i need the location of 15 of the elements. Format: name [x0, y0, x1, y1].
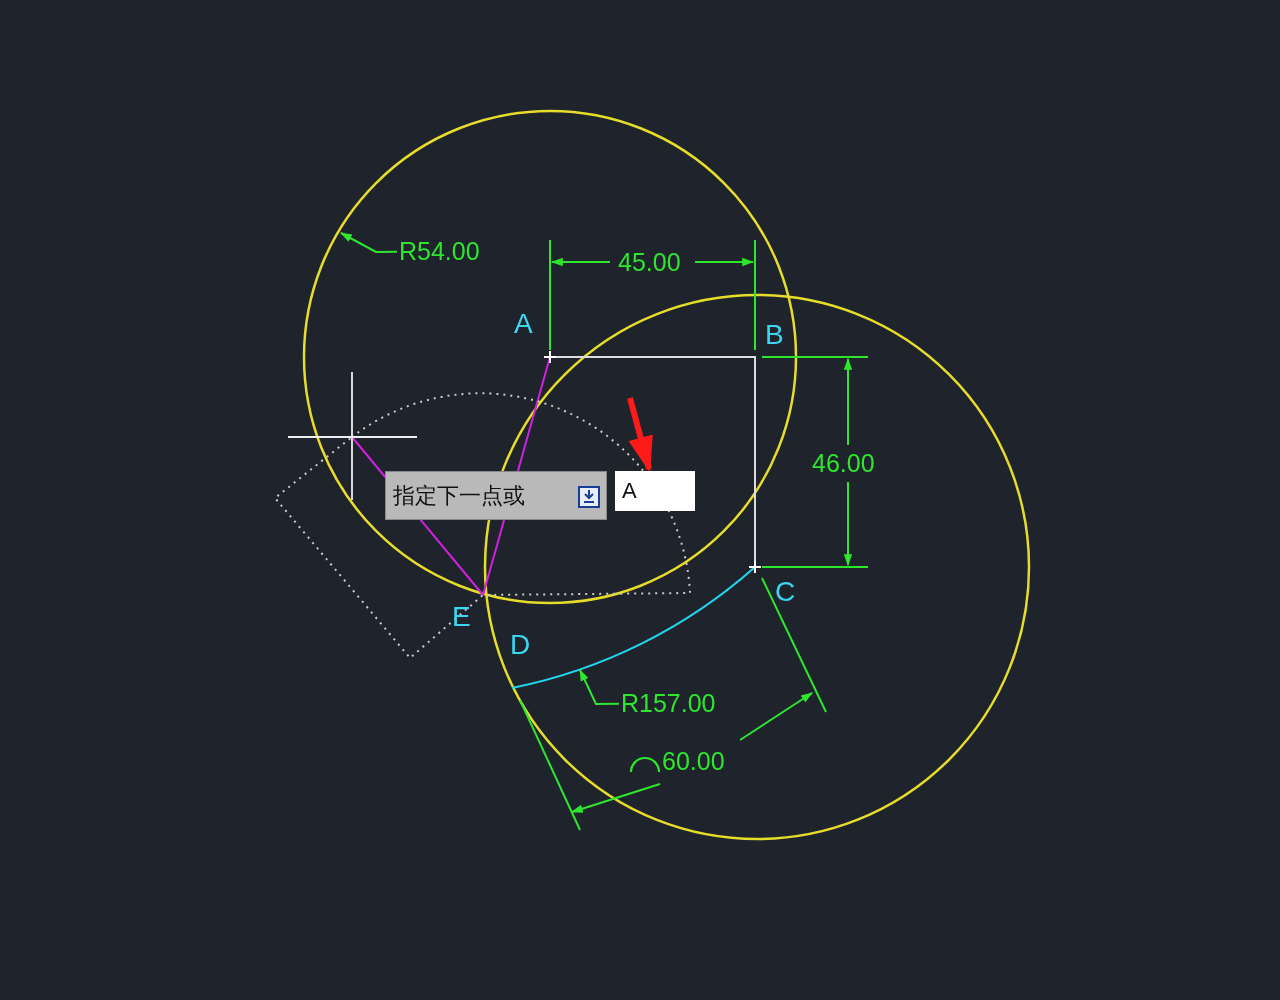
radius-label: R54.00 — [399, 237, 480, 266]
point-label: B — [765, 319, 784, 351]
tooltip-text: 指定下一点或 — [393, 482, 525, 510]
leader-line — [339, 232, 398, 253]
dimension-text: 60.00 — [662, 747, 725, 776]
leader-line — [579, 668, 620, 705]
point-label: A — [514, 308, 533, 340]
dimension-text: 45.00 — [618, 248, 681, 277]
arrow — [627, 397, 653, 473]
point-label: D — [510, 629, 531, 661]
radius-label: R157.00 — [621, 689, 716, 718]
tooltip-box — [385, 471, 607, 520]
point-label: E — [452, 601, 471, 633]
point-label: C — [775, 576, 796, 608]
input-field: A — [615, 471, 695, 511]
